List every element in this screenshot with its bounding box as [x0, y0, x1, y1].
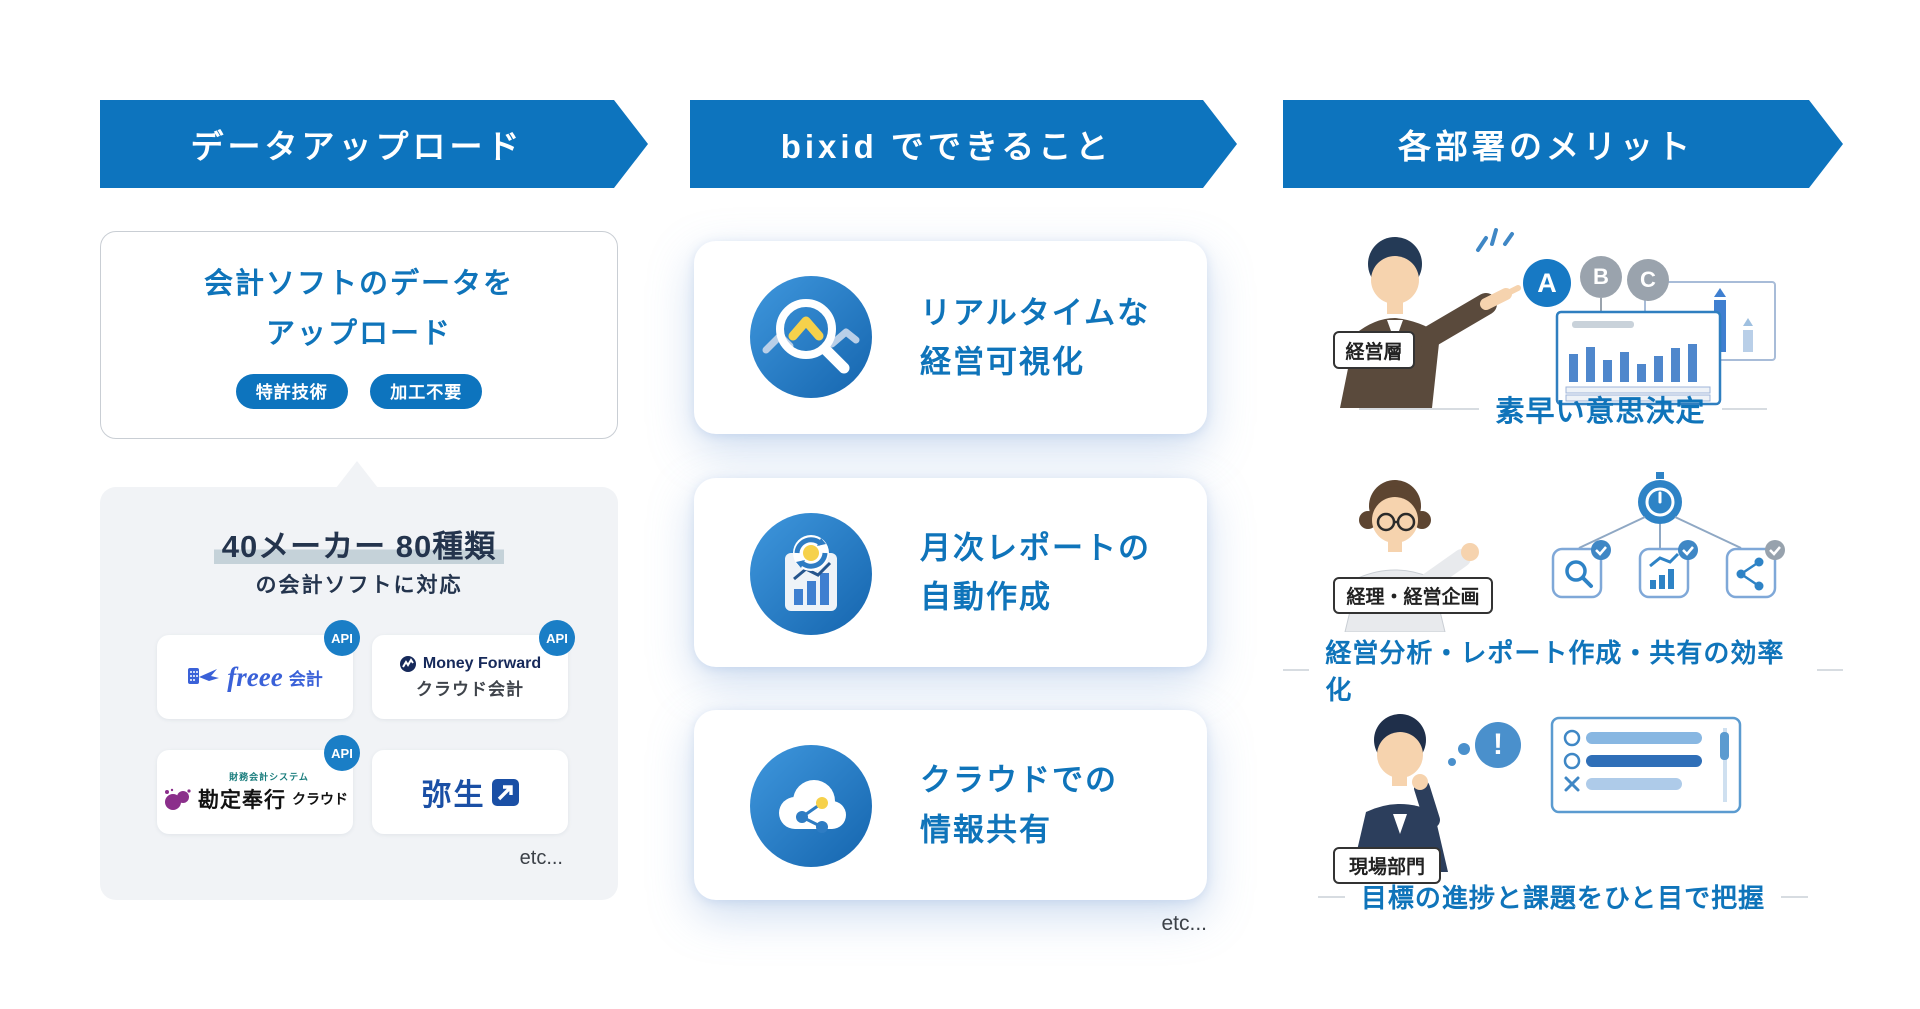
caption-line-right [1721, 408, 1767, 410]
caption-line-left [1283, 669, 1310, 671]
alert-bubble: ! [1475, 722, 1521, 768]
vendor-card-freee: API freee 会計 [157, 620, 360, 719]
feature-card-monthly-report: 月次レポートの 自動作成 [694, 478, 1207, 667]
feature-text-realtime: リアルタイムな 経営可視化 [920, 288, 1150, 387]
feature-card-realtime: リアルタイムな 経営可視化 [694, 241, 1207, 434]
features-banner: bixid でできること [690, 100, 1237, 188]
panel-pointer-triangle [336, 461, 378, 488]
moneyforward-name: Money Forward [422, 654, 542, 672]
merit2-caption-text: 経営分析・レポート作成・共有の効率化 [1325, 638, 1785, 705]
no-processing-badge: 加工不要 [370, 373, 483, 409]
feature1-line1: リアルタイムな [920, 294, 1151, 330]
freee-logo-icon [188, 668, 220, 684]
upload-card-title: 会計ソフトのデータを アップロード [101, 232, 617, 360]
feature3-line1: クラウドでの [920, 762, 1118, 798]
yayoi-name: 弥生 [421, 779, 486, 812]
api-badge: API [324, 735, 360, 771]
merit-caption-3: 目標の進捗と課題をひと目で把握 [1283, 878, 1843, 915]
option-b-circle: B [1580, 256, 1622, 298]
vendor-card-yayoi: 弥生 [372, 750, 568, 834]
feature2-line2: 自動作成 [920, 579, 1052, 615]
feature-text-monthly-report: 月次レポートの 自動作成 [920, 523, 1151, 622]
feature-card-cloud-share: クラウドでの 情報共有 [694, 710, 1207, 900]
caption-line-right [1781, 895, 1809, 898]
moneyforward-logo-icon [399, 655, 416, 672]
support-headline-highlight: 40メーカー 80種類 [213, 529, 505, 564]
supported-software-panel: 40メーカー 80種類 の会計ソフトに対応 API freee 会計 API M… [100, 487, 618, 900]
cloud-share-icon [750, 745, 872, 867]
caption-line-left [1359, 408, 1480, 410]
role-label-accounting: 経理・経営企画 [1333, 577, 1493, 614]
merit-caption-2: 経営分析・レポート作成・共有の効率化 [1283, 633, 1844, 707]
upload-banner: データアップロード [100, 100, 648, 188]
feature3-line2: 情報共有 [920, 812, 1052, 847]
features-etc-label: etc... [1161, 912, 1207, 935]
api-badge: API [324, 620, 360, 656]
executive-illustration [1340, 228, 1776, 408]
role-label-field: 現場部門 [1333, 847, 1441, 884]
vendors-etc-label: etc... [519, 847, 563, 869]
magnifier-chart-icon [750, 276, 872, 398]
bugyo-name: 勘定奉行 [198, 789, 286, 812]
feature-text-cloud-share: クラウドでの 情報共有 [920, 755, 1118, 854]
merit1-caption-text: 素早い意思決定 [1495, 396, 1706, 428]
freee-name: freee [227, 661, 283, 692]
yayoi-logo-icon [491, 778, 519, 806]
bugyo-logo-icon [165, 788, 191, 810]
vendor-card-moneyforward: API Money Forward クラウド会計 [372, 620, 575, 719]
feature1-line2: 経営可視化 [920, 344, 1085, 380]
vendor-card-bugyo: API 財務会計システム 勘定奉行 クラウド [157, 735, 360, 834]
upload-title-line1: 会計ソフトのデータを [203, 268, 514, 300]
upload-title-line2: アップロード [265, 317, 452, 350]
upload-badges: 特許技術 加工不要 [101, 373, 617, 409]
option-a-circle: A [1523, 259, 1571, 307]
report-refresh-icon [750, 513, 872, 635]
support-headline: 40メーカー 80種類 [100, 521, 618, 566]
moneyforward-suffix: クラウド会計 [416, 679, 524, 699]
caption-line-left [1317, 895, 1345, 898]
merit-caption-1: 素早い意思決定 [1283, 388, 1843, 430]
merits-banner: 各部署のメリット [1283, 100, 1843, 188]
support-subline: の会計ソフトに対応 [255, 574, 463, 597]
api-badge: API [539, 620, 575, 656]
merit3-caption-text: 目標の進捗と課題をひと目で把握 [1360, 883, 1766, 913]
bugyo-suffix: クラウド [292, 791, 348, 807]
role-label-executive: 経営層 [1333, 331, 1415, 369]
freee-suffix: 会計 [288, 669, 323, 689]
patent-badge: 特許技術 [235, 373, 348, 409]
field-staff-illustration [1352, 714, 1742, 872]
feature2-line1: 月次レポートの [920, 529, 1151, 565]
caption-line-right [1816, 669, 1844, 671]
upload-summary-card: 会計ソフトのデータを アップロード 特許技術 加工不要 [100, 231, 618, 439]
bugyo-system-label: 財務会計システム [229, 772, 309, 782]
option-c-circle: C [1627, 259, 1669, 301]
